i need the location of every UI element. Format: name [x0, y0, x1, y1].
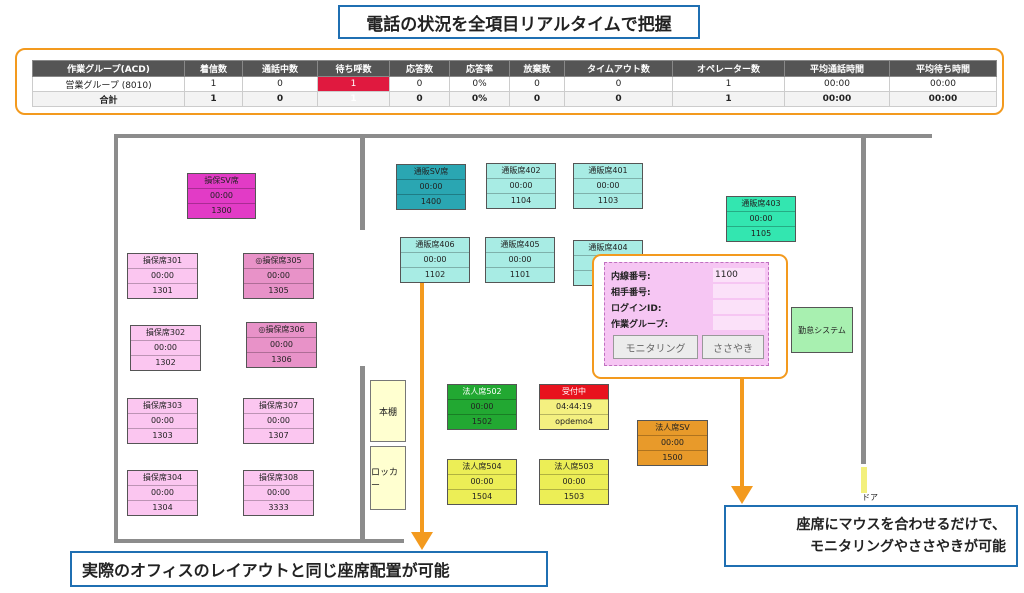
office-wall-top — [114, 134, 932, 138]
title-callout: 電話の状況を全項目リアルタイムで把握 — [338, 5, 700, 39]
stats-cell: 0 — [564, 76, 673, 92]
stats-header: 放棄数 — [509, 60, 565, 77]
stats-cell: 1 — [184, 76, 243, 92]
stats-header: 平均待ち時間 — [889, 60, 997, 77]
stats-cell: 0 — [509, 76, 565, 92]
stats-header: 応答数 — [389, 60, 450, 77]
whisper-button[interactable]: ささやき — [702, 335, 764, 359]
stats-cell: 0% — [449, 76, 510, 92]
total-row: 合計 1 0 1 0 0% 0 0 1 00:00 00:00 — [32, 91, 997, 107]
stats-header: 待ち呼数 — [317, 60, 390, 77]
partition-wall — [360, 366, 365, 542]
waiting-calls-total-cell: 1 — [317, 91, 390, 107]
office-wall-right — [861, 138, 866, 464]
office-wall-bottom — [114, 539, 404, 543]
waiting-calls-cell: 1 — [317, 76, 390, 92]
stats-cell: 00:00 — [784, 76, 890, 92]
stats-header: 通話中数 — [242, 60, 318, 77]
popup-row-partner: 相手番号: — [609, 284, 766, 299]
stats-header: 平均通話時間 — [784, 60, 890, 77]
door — [861, 467, 867, 493]
popup-row-login: ログインID: — [609, 300, 766, 315]
attendance-system[interactable]: 勤怠システム — [791, 307, 853, 353]
stats-cell: 00:00 — [889, 76, 997, 92]
bookshelf: 本棚 — [370, 380, 406, 442]
stats-header: オペレーター数 — [672, 60, 785, 77]
seat-hover-popup: 内線番号: 1100 相手番号: ログインID: 作業グループ: モニタリング … — [604, 262, 769, 366]
stats-header: 着信数 — [184, 60, 243, 77]
arrow-head-icon — [411, 532, 433, 550]
door-label: ドア — [862, 493, 878, 502]
stats-cell: 合計 — [32, 91, 185, 107]
stats-header: 応答率 — [449, 60, 510, 77]
stats-cell: 0 — [242, 76, 318, 92]
stats-cell: 00:00 — [889, 91, 997, 107]
stats-cell: 1 — [672, 91, 785, 107]
stats-cell: 0 — [564, 91, 673, 107]
locker: ロッカー — [370, 446, 406, 510]
stats-header-row: 作業グループ(ACD) 着信数 通話中数 待ち呼数 応答数 応答率 放棄数 タイ… — [32, 60, 997, 77]
office-wall-left — [114, 134, 118, 542]
popup-row-group: 作業グループ: — [609, 316, 766, 331]
stats-cell: 営業グループ (8010) — [32, 76, 185, 92]
stats-cell: 0 — [509, 91, 565, 107]
stats-cell: 1 — [184, 91, 243, 107]
title-text: 電話の状況を全項目リアルタイムで把握 — [366, 14, 672, 35]
stats-cell: 0 — [389, 91, 450, 107]
arrow-layout — [420, 283, 424, 535]
stats-highlight-frame — [15, 48, 1004, 115]
acd-stats-table: 作業グループ(ACD) 着信数 通話中数 待ち呼数 応答数 応答率 放棄数 タイ… — [32, 60, 997, 107]
stats-cell: 0 — [242, 91, 318, 107]
stats-cell: 1 — [672, 76, 785, 92]
hover-callout: 座席にマウスを合わせるだけで、 モニタリングやささやきが可能 — [724, 505, 1018, 567]
stats-cell: 0% — [449, 91, 510, 107]
stats-header: タイムアウト数 — [564, 60, 673, 77]
popup-row-extension: 内線番号: 1100 — [609, 268, 766, 283]
stats-cell: 0 — [389, 76, 450, 92]
layout-callout: 実際のオフィスのレイアウトと同じ座席配置が可能 — [70, 551, 548, 587]
arrow-hover — [740, 378, 744, 488]
monitoring-button[interactable]: モニタリング — [613, 335, 698, 359]
stats-header: 作業グループ(ACD) — [32, 60, 185, 77]
arrow-head-icon — [731, 486, 753, 504]
stats-cell: 00:00 — [784, 91, 890, 107]
partition-wall — [360, 138, 365, 230]
table-row[interactable]: 営業グループ (8010) 1 0 1 0 0% 0 0 1 00:00 00:… — [32, 76, 997, 92]
